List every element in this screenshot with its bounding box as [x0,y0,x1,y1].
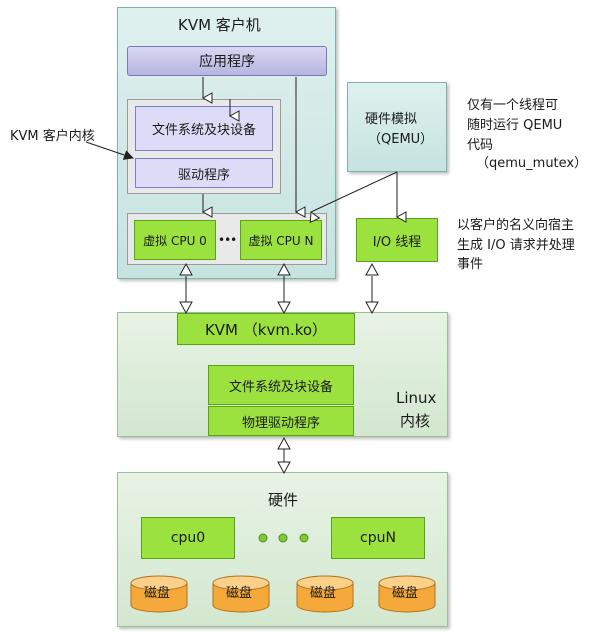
disk-4: 磁盘 [378,575,436,613]
arrow-qemu-vcpu [309,171,398,224]
kernel-label: 内核 [400,412,431,430]
guest-kernel-label: KVM 客户内核 [10,129,95,144]
disk-2: 磁盘 [212,575,270,613]
disk-label: 磁盘 [144,586,171,601]
guest-title: KVM 客户机 [178,16,261,34]
qemu-note-3: 代码 [467,138,494,153]
disk-label: 磁盘 [226,586,253,601]
bidirectional-arrows [179,262,379,475]
disk-3: 磁盘 [296,575,354,613]
qemu-note-1: 仅有一个线程可 [467,98,559,113]
cpu0-box: cpu0 [141,517,235,559]
qemu-box [347,82,447,172]
linux-label: Linux [396,389,437,407]
hardware-title: 硬件 [268,491,299,509]
io-thread-box: I/O 线程 [356,218,438,262]
leader-guest-kernel [85,141,134,160]
qemu-line2: （QEMU） [368,132,434,147]
disk-shape [212,575,270,613]
guest-driver-box: 驱动程序 [135,158,273,188]
vcpuN-box: 虚拟 CPU N [240,220,322,260]
qemu-line1: 硬件模拟 [365,112,418,127]
disk-shape [378,575,436,613]
vcpu0-box: 虚拟 CPU 0 [134,220,216,260]
app-box: 应用程序 [127,46,327,76]
disk-shape [296,575,354,613]
disk-shape [130,575,188,613]
disk-label: 磁盘 [310,586,337,601]
host-driver-box: 物理驱动程序 [208,406,354,436]
io-note-1: 以客户的名义向宿主 [457,218,575,233]
qemu-note-2: 随时运行 QEMU [467,118,563,133]
io-note-2: 生成 I/O 请求并处理 [457,238,575,253]
cpu-dots [258,533,309,543]
qemu-note-4: （qemu_mutex） [476,156,588,171]
io-note-3: 事件 [457,257,484,272]
cpuN-box: cpuN [331,517,425,559]
host-fs-box: 文件系统及块设备 [208,365,354,405]
guest-fs-box: 文件系统及块设备 [135,106,273,151]
kvm-module-box: KVM （kvm.ko） [177,313,355,345]
vcpu-dots: ••• [218,233,237,247]
disk-1: 磁盘 [130,575,188,613]
disk-label: 磁盘 [392,586,419,601]
